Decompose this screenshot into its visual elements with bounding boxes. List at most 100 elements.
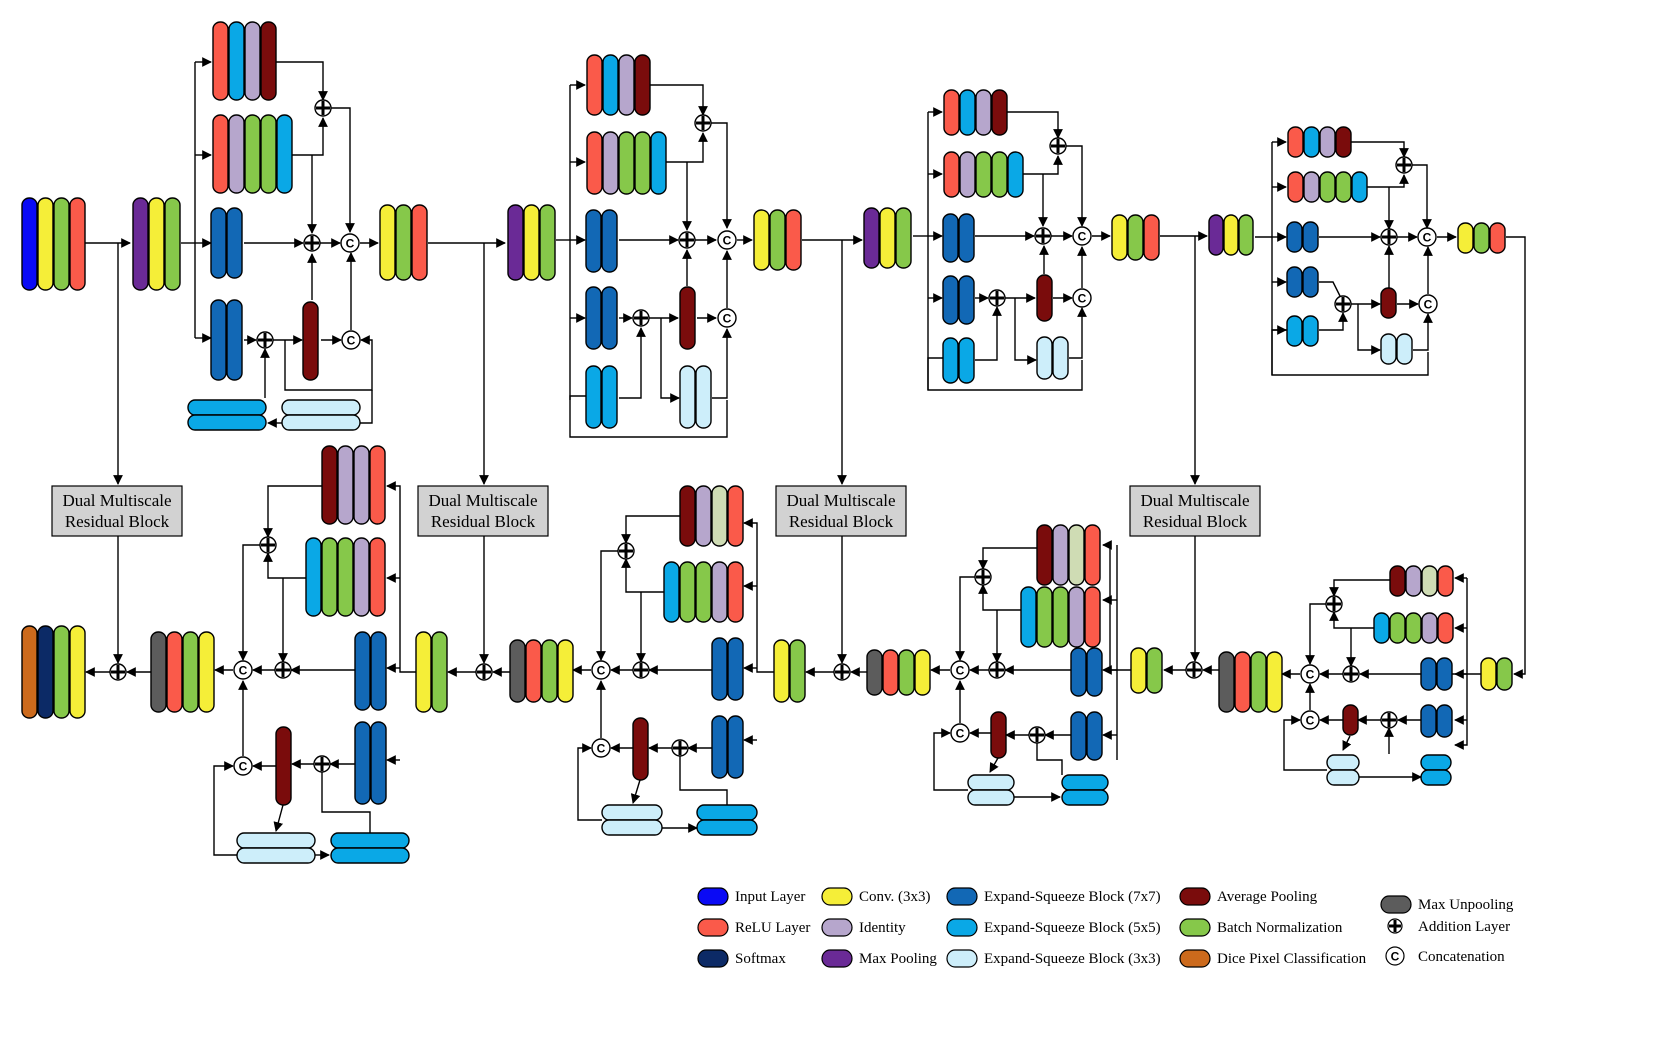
legend-label-identity: Identity (859, 920, 906, 936)
conv-block (148, 197, 165, 291)
es7-block (226, 299, 243, 381)
dmrb-label-line1: Dual Multiscale (62, 491, 171, 510)
relu-block (69, 197, 86, 291)
concatenation-node (591, 660, 611, 680)
es3-block (236, 847, 316, 864)
batchnorm-block (618, 131, 635, 195)
identity-block (353, 537, 370, 617)
es5-block (1286, 315, 1303, 347)
es7-block (1286, 221, 1303, 253)
maxunpool-block (866, 649, 883, 696)
connection-arrow (1454, 724, 1468, 750)
legend-label-avgpool: Average Pooling (1217, 889, 1318, 905)
batchnorm-block (337, 537, 354, 617)
es5-block (1303, 126, 1320, 158)
concatenation-glyph: C (723, 312, 732, 326)
es5-block (601, 365, 618, 429)
avgpool-block (302, 301, 319, 381)
batchnorm-block (634, 131, 651, 195)
addition-cross (1336, 297, 1350, 311)
connection-arrow (577, 743, 602, 821)
connection-arrow (1413, 313, 1433, 351)
es7-block (958, 275, 975, 325)
concatenation-node (591, 738, 611, 758)
es3-block (281, 399, 361, 416)
es5-block (1007, 151, 1024, 198)
es7-block (1070, 647, 1087, 697)
legend-label-conv: Conv. (3x3) (859, 889, 931, 905)
es5-block (696, 804, 758, 821)
dmrb-box (51, 485, 183, 537)
relu-block (727, 485, 744, 547)
maxpool-block (507, 204, 524, 281)
addition-cross (258, 333, 272, 347)
legend-swatch-maxunpool (1380, 895, 1412, 914)
es3-block (1052, 336, 1069, 380)
connection-arrow (630, 779, 641, 804)
connection-arrow (1506, 236, 1526, 679)
connection-arrow (1271, 329, 1429, 376)
addition-cross (315, 757, 329, 771)
avgpool-block (991, 89, 1008, 136)
connection-arrow (1069, 307, 1087, 359)
maxunpool-block (1218, 651, 1235, 713)
concatenation-glyph: C (1423, 231, 1432, 245)
connection-arrow (213, 761, 237, 856)
maxpool-block (863, 207, 880, 269)
addition-cross (835, 665, 849, 679)
avgpool-block (1335, 126, 1352, 158)
concatenation-glyph: C (347, 334, 356, 348)
legend-concat-swatch (1385, 946, 1405, 966)
connection-arrow (955, 576, 975, 661)
es5-block (1420, 769, 1452, 786)
connection-arrow (1357, 304, 1381, 355)
es5-block (1373, 612, 1390, 644)
legend-label-es5: Expand-Squeeze Block (5x5) (984, 920, 1161, 936)
concatenation-node (1300, 710, 1320, 730)
legend-label-es3: Expand-Squeeze Block (3x3) (984, 951, 1161, 967)
es5-block (1420, 754, 1452, 771)
maxpool-block (132, 197, 149, 291)
layer-blocks (21, 21, 1513, 864)
addition-cross (673, 741, 687, 755)
es7-block (210, 207, 227, 279)
dmrb-label-line2: Residual Block (789, 512, 894, 531)
avgpool-block (679, 485, 696, 547)
batchnorm-block (541, 639, 558, 703)
batchnorm-block (1389, 612, 1406, 644)
es5-block (663, 561, 680, 623)
dmrb-box (1129, 485, 1261, 537)
batchnorm-block (679, 561, 696, 623)
batchnorm-block (1496, 657, 1513, 691)
es3-block (1036, 336, 1053, 380)
connection-lines (85, 57, 1526, 860)
connection-arrow (975, 306, 1002, 361)
identity-block (1319, 126, 1336, 158)
identity-block (337, 445, 354, 525)
conv-block (69, 625, 86, 719)
es5-block (330, 847, 410, 864)
es5-block (1061, 789, 1109, 806)
relu-block (411, 204, 428, 281)
addition-cross (696, 116, 710, 130)
es7-block (711, 715, 728, 779)
connection-arrow (1342, 735, 1352, 751)
es5-block (1061, 774, 1109, 791)
concatenation-node (233, 756, 253, 776)
addition-cross (1187, 663, 1201, 677)
connection-arrow (1283, 715, 1327, 771)
identity-block (1068, 586, 1085, 648)
legend-label-es7: Expand-Squeeze Block (7x7) (984, 889, 1161, 905)
avgpool-block (260, 21, 277, 101)
concatenation-glyph: C (1306, 714, 1315, 728)
connection-arrow (1350, 141, 1409, 158)
es7-block (226, 207, 243, 279)
batchnorm-block (321, 537, 338, 617)
conv-block (1223, 214, 1239, 256)
dmrb-label-line1: Dual Multiscale (786, 491, 895, 510)
concatenation-node (950, 660, 970, 680)
concatenation-glyph: C (1078, 292, 1087, 306)
connection-arrow (331, 107, 355, 233)
